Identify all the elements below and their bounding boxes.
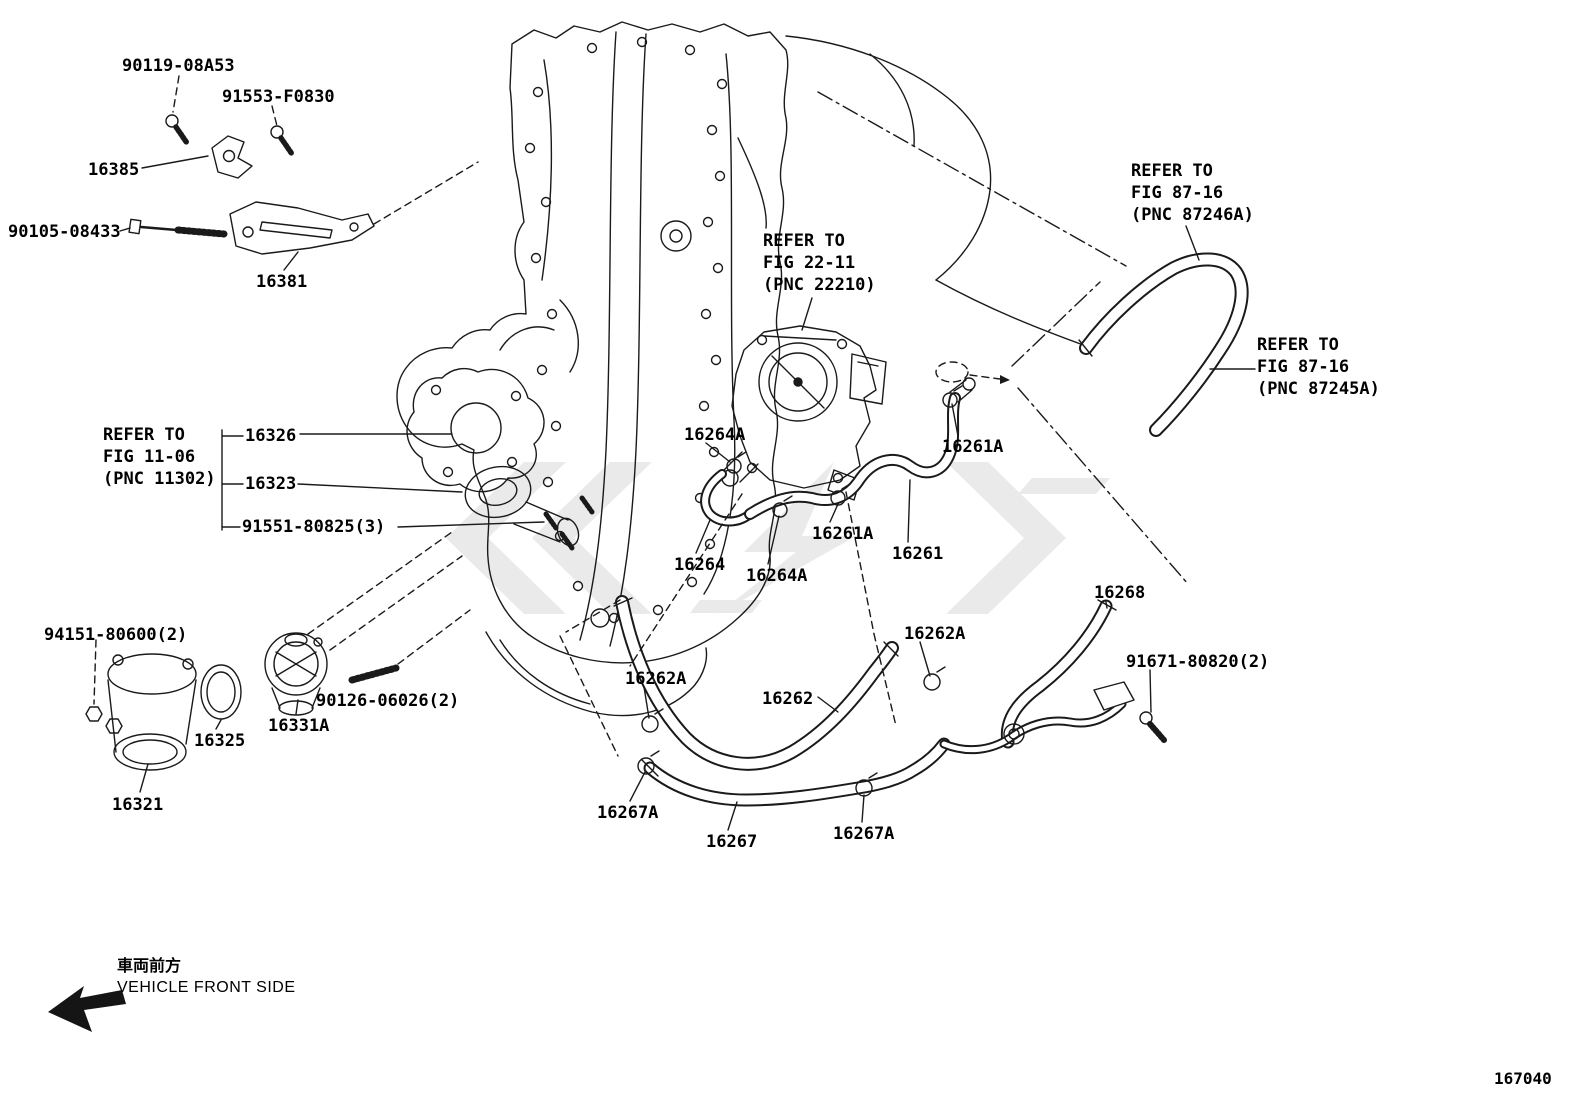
heater-pipe-assembly bbox=[939, 681, 1135, 755]
hose-16267 bbox=[641, 737, 951, 807]
part-label: 16385 bbox=[88, 160, 140, 180]
bracket-16385 bbox=[211, 135, 253, 179]
stud-90126 bbox=[348, 664, 400, 684]
dashed-arrowhead bbox=[1000, 375, 1010, 384]
bolt-91671 bbox=[1139, 711, 1167, 743]
clamp-16264A-1 bbox=[726, 451, 747, 474]
part-label: 16267A bbox=[833, 824, 895, 844]
ref-line: REFER TO bbox=[763, 231, 845, 251]
cover-bolt-holes bbox=[524, 36, 728, 624]
water-inlet-housing-16321 bbox=[107, 653, 197, 771]
part-label: 16262A bbox=[904, 624, 966, 644]
part-label: 16381 bbox=[256, 272, 308, 292]
bolt-91553 bbox=[270, 125, 295, 157]
hose-16261 bbox=[744, 377, 976, 520]
nuts-94151 bbox=[85, 706, 123, 734]
ref-line: (PNC 11302) bbox=[103, 469, 216, 489]
water-pump-gasket bbox=[406, 367, 545, 493]
ref-line: REFER TO bbox=[1131, 161, 1213, 181]
ref-note-fig-22-11: REFER TO FIG 22-11 (PNC 22210) bbox=[763, 230, 876, 296]
ref-line: REFER TO bbox=[103, 425, 185, 445]
bolt-90119 bbox=[165, 114, 190, 146]
ref-line: FIG 87-16 bbox=[1131, 183, 1224, 203]
part-label: 90126-06026(2) bbox=[316, 691, 460, 711]
part-label: 16264A bbox=[684, 425, 746, 445]
ref-line: (PNC 87245A) bbox=[1257, 379, 1380, 399]
part-label: 16261A bbox=[812, 524, 874, 544]
bracket-16381 bbox=[229, 201, 375, 255]
ref-line: REFER TO bbox=[1257, 335, 1339, 355]
ref-line: FIG 22-11 bbox=[763, 253, 856, 273]
part-label: 16323 bbox=[245, 474, 297, 494]
clamp-16261A-2 bbox=[942, 385, 963, 408]
vehicle-front-arrow bbox=[48, 986, 126, 1032]
thermostat-16331A bbox=[264, 632, 328, 716]
leader-lines bbox=[119, 137, 1256, 831]
stud-bolts-91551 bbox=[543, 495, 595, 551]
dashed-lines bbox=[93, 75, 1001, 757]
ref-note-fig-87-16-b: REFER TO FIG 87-16 (PNC 87245A) bbox=[1257, 334, 1380, 400]
vehicle-front-label-jp: 車両前方 bbox=[117, 956, 182, 975]
part-label: 16264 bbox=[674, 555, 726, 575]
part-label: 94151-80600(2) bbox=[44, 625, 188, 645]
pipe-16264 bbox=[700, 469, 755, 527]
gasket-ring-16325 bbox=[200, 664, 242, 720]
part-label: 16261A bbox=[942, 437, 1004, 457]
clamp-16262A-2 bbox=[923, 666, 946, 691]
dash-dot-lines bbox=[1011, 281, 1189, 585]
ref-line: FIG 87-16 bbox=[1257, 357, 1350, 377]
clamp-16262A-1 bbox=[641, 708, 664, 733]
bolt-90105 bbox=[128, 218, 228, 238]
part-label: 16267A bbox=[597, 803, 659, 823]
engine-block-silhouette bbox=[785, 35, 1127, 347]
part-label: 16326 bbox=[245, 426, 297, 446]
part-label: 16262 bbox=[762, 689, 814, 709]
ref-note-fig-11-06: REFER TO FIG 11-06 (PNC 11302) bbox=[103, 424, 216, 490]
hose-clamps bbox=[637, 385, 963, 797]
ref-line: (PNC 87246A) bbox=[1131, 205, 1254, 225]
figure-number: 167040 bbox=[1494, 1069, 1552, 1088]
ref-line: FIG 11-06 bbox=[103, 447, 196, 467]
part-label: 91671-80820(2) bbox=[1126, 652, 1270, 672]
hose-refer-87246A bbox=[1078, 252, 1249, 437]
part-label: 16321 bbox=[112, 795, 164, 815]
ref-note-fig-87-16-a: REFER TO FIG 87-16 (PNC 87246A) bbox=[1131, 160, 1254, 226]
clamp-16264A-2 bbox=[772, 495, 793, 518]
ref-line: (PNC 22210) bbox=[763, 275, 876, 295]
clamp-16267A-1 bbox=[637, 750, 660, 775]
part-label: 91551-80825(3) bbox=[242, 517, 386, 537]
hose-16262 bbox=[613, 595, 899, 771]
part-label: 16331A bbox=[268, 716, 330, 736]
part-label: 16262A bbox=[625, 669, 687, 689]
part-label: 16267 bbox=[706, 832, 758, 852]
part-label: 16325 bbox=[194, 731, 246, 751]
part-label: 16261 bbox=[892, 544, 944, 564]
part-label: 16268 bbox=[1094, 583, 1146, 603]
part-label: 16264A bbox=[746, 566, 808, 586]
watermark bbox=[446, 462, 1110, 614]
vehicle-front-label-en: VEHICLE FRONT SIDE bbox=[117, 979, 296, 996]
part-label: 90119-08A53 bbox=[122, 56, 235, 76]
part-label: 90105-08433 bbox=[8, 222, 121, 242]
throttle-body bbox=[721, 325, 887, 501]
part-label: 91553-F0830 bbox=[222, 87, 335, 107]
timing-chain-cover bbox=[396, 21, 789, 717]
water-inlet-pipe bbox=[464, 465, 595, 551]
